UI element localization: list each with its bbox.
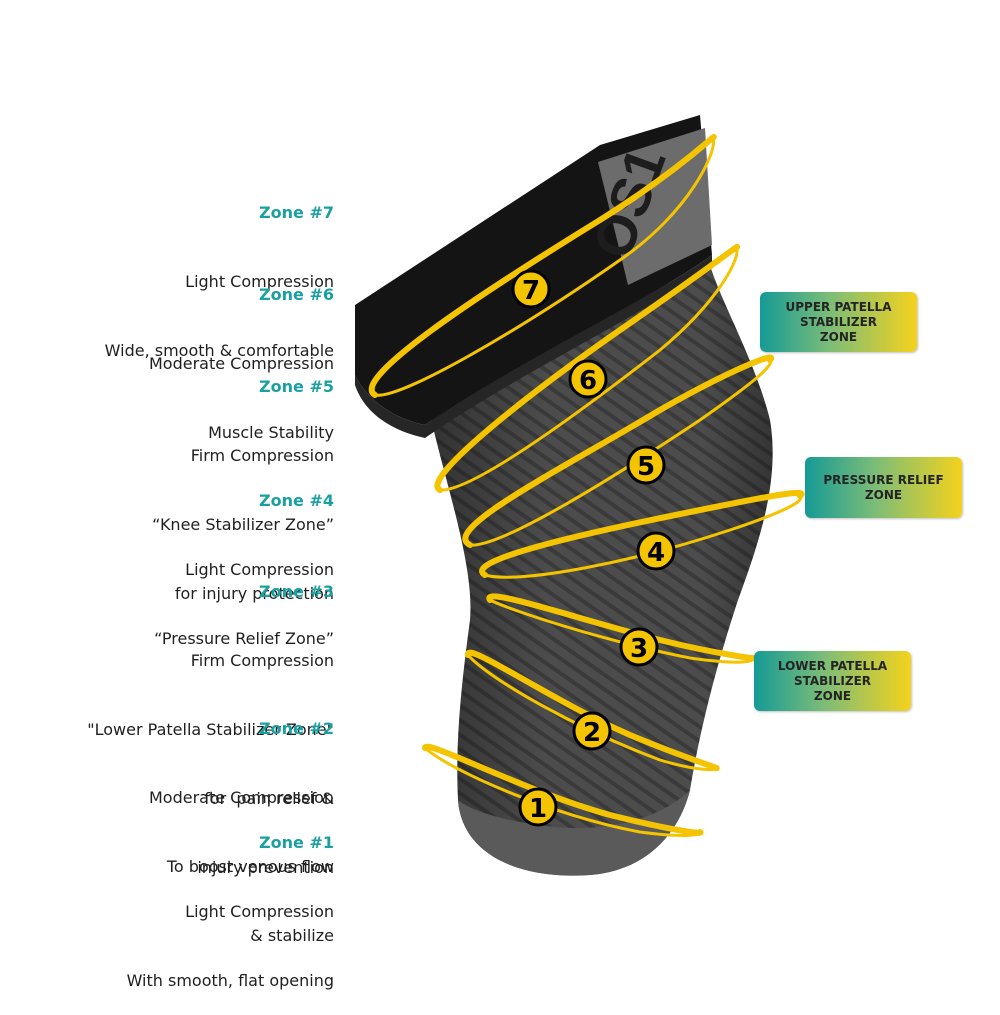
marker-1-label: 1 [529, 794, 547, 824]
zone-6-description: Zone #6 Moderate Compression Muscle Stab… [149, 237, 334, 467]
ring-number-markers: 7 6 5 4 3 2 1 [511, 269, 676, 827]
marker-2: 2 [572, 711, 612, 751]
marker-4-label: 4 [647, 538, 665, 568]
callout-pressure-line-2: ZONE [864, 487, 903, 502]
marker-2-label: 2 [583, 718, 601, 748]
ring-1-front [423, 746, 702, 837]
callout-upper-line-3: ZONE [819, 329, 858, 344]
zone-4-title: Zone #4 [259, 491, 334, 510]
zone-4-line-2: “Pressure Relief Zone” [154, 629, 334, 648]
ring-6 [434, 243, 741, 493]
zone-4-description: Zone #4 Light Compression “Pressure Reli… [154, 443, 334, 673]
marker-5-label: 5 [637, 452, 655, 482]
ring-1 [422, 743, 704, 836]
ring-5-front [468, 358, 773, 547]
zone-1-title: Zone #1 [259, 833, 334, 852]
marker-3: 3 [619, 627, 659, 667]
zone-1-description: Zone #1 Light Compression With smooth, f… [127, 785, 334, 1015]
callout-lower-line-2: STABILIZER [793, 673, 872, 688]
marker-3-label: 3 [630, 634, 648, 664]
zone-6-title: Zone #6 [259, 285, 334, 304]
marker-7-label: 7 [522, 276, 540, 306]
marker-5: 5 [626, 445, 666, 485]
sleeve-body [425, 265, 773, 876]
zone-5-line-3: for injury protection [174, 584, 334, 603]
zone-2-line-1: Moderate Compression [149, 788, 334, 807]
marker-1: 1 [518, 787, 558, 827]
callout-upper-line-1: UPPER PATELLA [785, 299, 892, 314]
zone-3-line-1: Firm Compression [190, 651, 334, 670]
marker-6-label: 6 [579, 366, 597, 396]
zone-7-title: Zone #7 [259, 203, 334, 222]
zone-5-line-2: “Knee Stabilizer Zone” [152, 515, 334, 534]
zone-2-description: Zone #2 Moderate Compression To boost ve… [149, 671, 334, 970]
zone-3-line-4: injury prevention [197, 858, 334, 877]
ring-2 [465, 649, 720, 772]
zone-3-title: Zone #3 [259, 582, 334, 601]
ring-7 [368, 133, 717, 398]
callout-upper-line-2: STABILIZER [799, 314, 878, 329]
ring-5 [462, 354, 775, 548]
ring-2-front [466, 653, 717, 772]
zone-2-line-2: To boost venous flow [166, 857, 334, 876]
callout-lower-patella: LOWER PATELLA STABILIZER ZONE [754, 651, 911, 711]
zone-7-line-1: Light Compression [185, 272, 334, 291]
zone-1-line-1: Light Compression [185, 902, 334, 921]
zone-5-line-1: Firm Compression [190, 446, 334, 465]
callout-upper-patella: UPPER PATELLA STABILIZER ZONE [760, 292, 917, 352]
zone-3-description: Zone #3 Firm Compression "Lower Patella … [87, 534, 334, 902]
zone-6-line-1: Moderate Compression [149, 354, 334, 373]
logo-patch [598, 128, 712, 285]
zone-2-title: Zone #2 [259, 719, 334, 738]
ring-7-front [373, 136, 716, 397]
callout-pressure-line-1: PRESSURE RELIEF [823, 472, 944, 487]
callout-lower-line-1: LOWER PATELLA [777, 658, 888, 673]
zone-5-title: Zone #5 [259, 377, 334, 396]
zone-3-line-2: "Lower Patella Stabilizer Zone" [87, 720, 334, 739]
ring-6-front [438, 246, 739, 492]
marker-4: 4 [636, 531, 676, 571]
marker-6: 6 [568, 359, 608, 399]
zone-5-description: Zone #5 Firm Compression “Knee Stabilize… [152, 329, 334, 628]
zone-7-description: Zone #7 Light Compression Wide, smooth &… [105, 155, 334, 385]
zone-7-line-2: Wide, smooth & comfortable [104, 341, 334, 360]
zone-4-line-1: Light Compression [185, 560, 334, 579]
ring-4 [479, 489, 805, 578]
zone-1-line-2: With smooth, flat opening [126, 971, 334, 990]
marker-7: 7 [511, 269, 551, 309]
callout-pressure-relief: PRESSURE RELIEF ZONE [805, 457, 962, 518]
zone-3-line-3: for pain relief & [204, 789, 334, 808]
ring-4-front [483, 494, 803, 579]
callout-lower-line-3: ZONE [813, 688, 852, 703]
compression-rings [368, 133, 805, 837]
zone-2-line-3: & stabilize [250, 926, 334, 945]
zone-6-line-2: Muscle Stability [208, 423, 334, 442]
